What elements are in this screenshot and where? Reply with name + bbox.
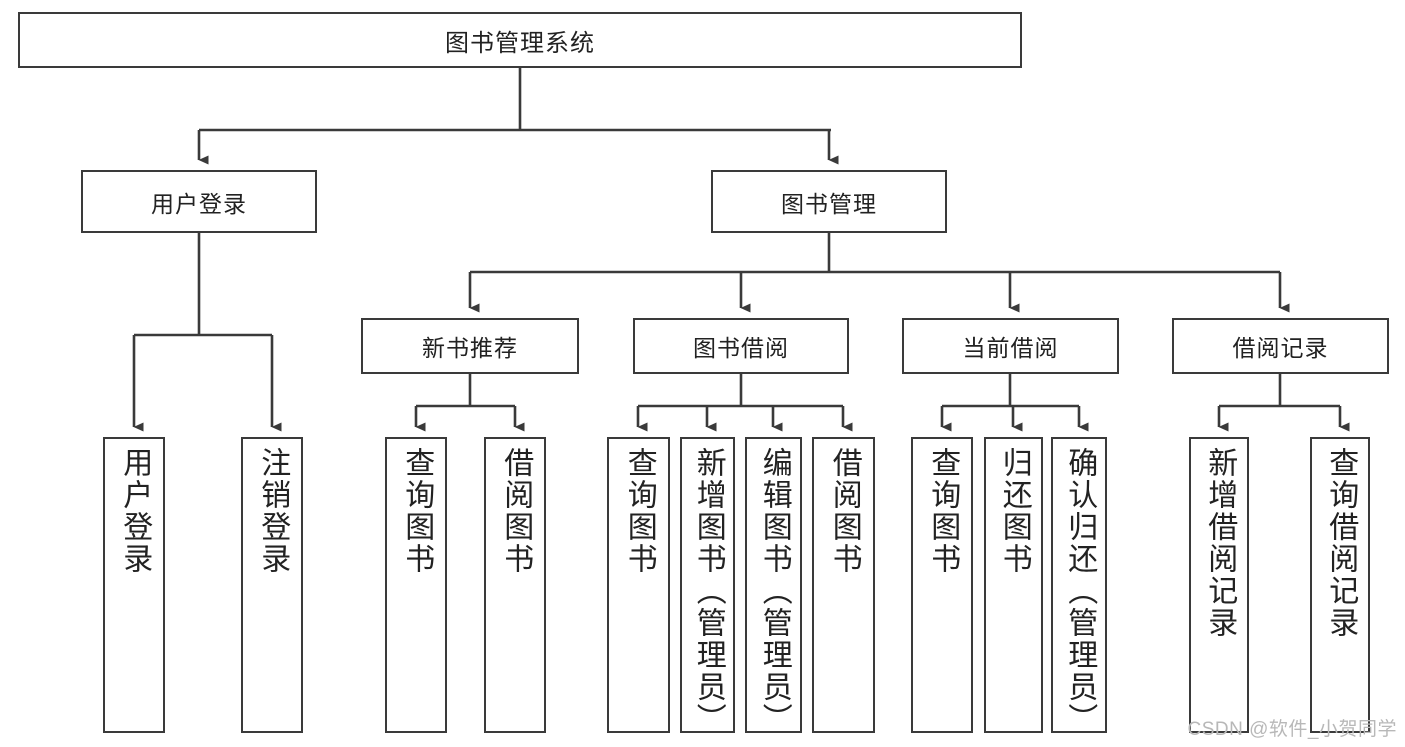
node-l3-2[interactable]: 当前借阅 xyxy=(902,318,1119,374)
node-label: 图书管理系统 xyxy=(445,29,595,57)
node-label: 确认归还（管理员） xyxy=(1063,447,1097,735)
node-leaf-1[interactable]: 注销登录 xyxy=(241,437,303,733)
node-label: 借阅图书 xyxy=(499,447,533,575)
node-label: 新增借阅记录 xyxy=(1203,447,1237,639)
node-leaf-3[interactable]: 借阅图书 xyxy=(484,437,546,733)
node-label: 注销登录 xyxy=(256,447,290,575)
node-l2-1[interactable]: 图书管理 xyxy=(711,170,947,233)
node-label: 用户登录 xyxy=(151,190,247,217)
node-label: 查询图书 xyxy=(622,447,656,575)
node-label: 归还图书 xyxy=(997,447,1031,575)
node-root-system[interactable]: 图书管理系统 xyxy=(18,12,1022,68)
node-label: 用户登录 xyxy=(118,447,152,575)
node-label: 查询图书 xyxy=(926,447,960,575)
node-leaf-11[interactable]: 新增借阅记录 xyxy=(1189,437,1249,733)
node-leaf-7[interactable]: 借阅图书 xyxy=(812,437,875,733)
node-leaf-4[interactable]: 查询图书 xyxy=(607,437,670,733)
node-label: 借阅记录 xyxy=(1232,335,1329,361)
node-label: 当前借阅 xyxy=(962,335,1059,361)
node-label: 图书管理 xyxy=(781,190,877,217)
node-l3-0[interactable]: 新书推荐 xyxy=(361,318,579,374)
node-label: 图书借阅 xyxy=(693,335,789,361)
node-label: 借阅图书 xyxy=(827,447,861,575)
node-label: 新增图书（管理员） xyxy=(691,447,725,735)
node-label: 新书推荐 xyxy=(422,335,518,361)
node-leaf-6[interactable]: 编辑图书（管理员） xyxy=(745,437,802,735)
watermark: CSDN @软件_小贺同学 xyxy=(1187,719,1397,740)
node-leaf-10[interactable]: 确认归还（管理员） xyxy=(1051,437,1107,735)
node-leaf-9[interactable]: 归还图书 xyxy=(984,437,1043,733)
node-label: 查询借阅记录 xyxy=(1324,447,1358,639)
node-label: 编辑图书（管理员） xyxy=(757,447,791,735)
node-leaf-8[interactable]: 查询图书 xyxy=(911,437,973,733)
node-l3-3[interactable]: 借阅记录 xyxy=(1172,318,1389,374)
node-label: 查询图书 xyxy=(400,447,434,575)
node-l2-0[interactable]: 用户登录 xyxy=(81,170,317,233)
node-leaf-2[interactable]: 查询图书 xyxy=(385,437,447,733)
node-leaf-12[interactable]: 查询借阅记录 xyxy=(1310,437,1370,733)
node-leaf-0[interactable]: 用户登录 xyxy=(103,437,165,733)
node-leaf-5[interactable]: 新增图书（管理员） xyxy=(680,437,735,735)
node-l3-1[interactable]: 图书借阅 xyxy=(633,318,849,374)
